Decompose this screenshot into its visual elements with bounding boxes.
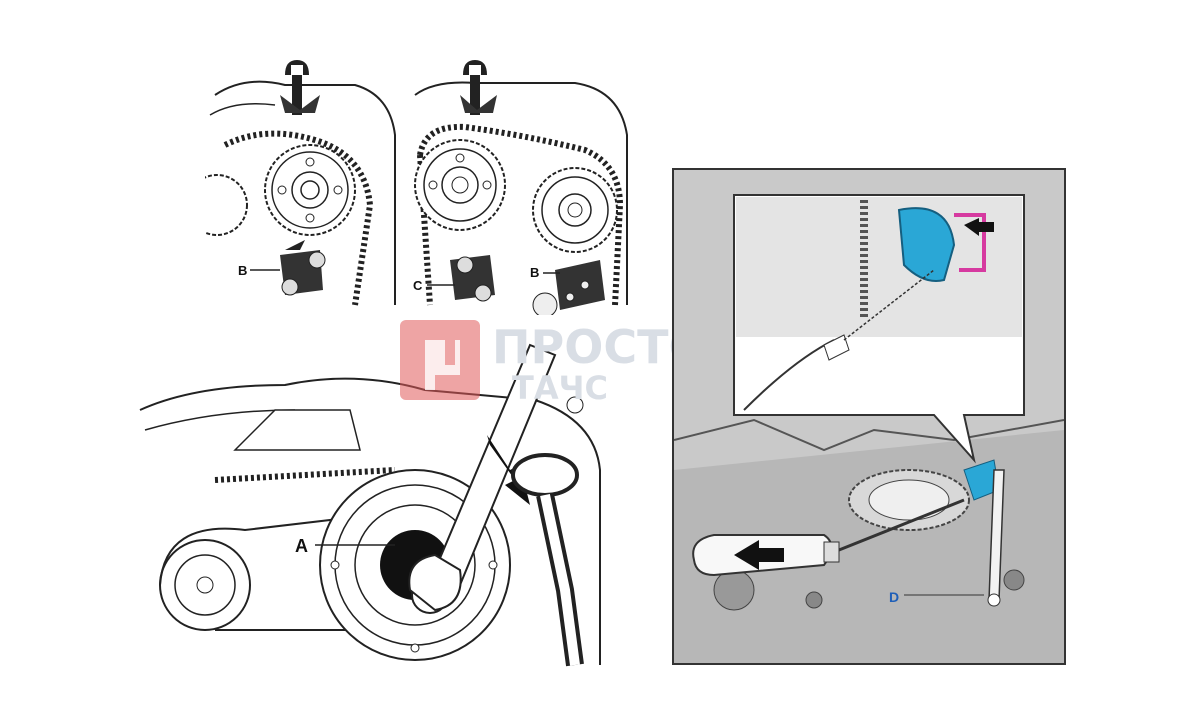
locking-pin-b-left (280, 240, 326, 296)
detail-inset (733, 194, 1025, 464)
panel-crankshaft: A (135, 330, 605, 670)
callout-c: C (413, 278, 423, 293)
screwdriver (692, 498, 965, 577)
watermark: ПРОСТО ТАЧС (400, 315, 800, 405)
locking-pin-b-right (532, 260, 605, 315)
camshaft-sprocket (264, 144, 356, 236)
watermark-line1: ПРОСТО (492, 320, 708, 374)
callout-b-right: B (530, 265, 539, 280)
watermark-line2: ТАЧС (512, 369, 608, 405)
camshaft-sprocket-1 (414, 139, 506, 231)
panel-camshaft-right: C B (405, 55, 635, 315)
arrow-icon (734, 540, 784, 570)
crankshaft-drawing: A (139, 343, 601, 667)
callout-a: A (295, 536, 308, 556)
idler-pulley (159, 539, 251, 631)
chain-tensioner (897, 207, 956, 282)
locking-pin-c (450, 255, 495, 302)
camshaft-left-drawing: B (205, 60, 396, 306)
ratchet-wrench (408, 343, 557, 612)
panel-tensioner: D (672, 168, 1066, 665)
callout-b-left: B (238, 263, 247, 278)
locking-rod-d (987, 469, 1005, 607)
locking-pin-magenta (954, 213, 986, 272)
panel-camshaft-left: B (205, 55, 405, 315)
wrench-icon (460, 60, 497, 115)
watermark-logo: ПРОСТО ТАЧС (400, 320, 708, 405)
oil-filler (511, 453, 584, 667)
camshaft-sprocket-2 (532, 167, 618, 253)
crankshaft-sprocket (848, 469, 970, 531)
tensioner-drawing: D (674, 170, 1064, 663)
wrench-icon (280, 60, 320, 115)
camshaft-right-drawing: C B (413, 60, 628, 315)
arrow-icon (964, 218, 994, 236)
callout-d: D (889, 589, 899, 605)
